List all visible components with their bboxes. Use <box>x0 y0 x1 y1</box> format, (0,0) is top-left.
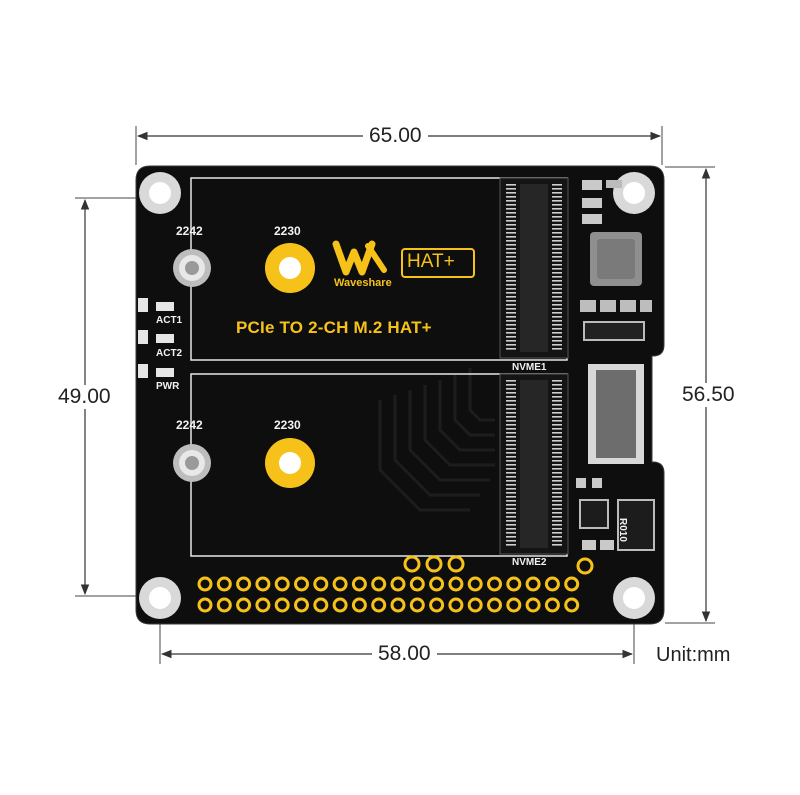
label-r010: R010 <box>617 518 628 542</box>
unit-label: Unit:mm <box>656 644 731 666</box>
mounting-hole-bottom-left <box>139 577 181 619</box>
hat-badge-frame <box>401 248 475 278</box>
led-indicators <box>138 298 174 378</box>
label-act1: ACT1 <box>156 315 183 326</box>
mounting-hole-bottom-right <box>613 577 655 619</box>
standoff-2242-top <box>173 249 211 287</box>
label-2230-bottom: 2230 <box>274 418 301 432</box>
label-2242-top: 2242 <box>176 224 203 238</box>
dimension-label-left: 49.00 <box>52 385 117 409</box>
dimension-label-right: 56.50 <box>676 383 741 407</box>
brand-name: Waveshare <box>334 277 392 289</box>
mounting-hole-top-right <box>613 172 655 214</box>
label-pwr: PWR <box>156 381 180 392</box>
label-nvme1: NVME1 <box>512 362 547 373</box>
label-act2: ACT2 <box>156 348 183 359</box>
gpio-header <box>197 576 580 613</box>
label-2242-bottom: 2242 <box>176 418 203 432</box>
waveshare-logo-icon <box>332 240 387 276</box>
label-nvme2: NVME2 <box>512 557 547 568</box>
power-inductor <box>590 232 642 286</box>
mounting-hole-top-left <box>139 172 181 214</box>
dimension-label-bottom: 58.00 <box>372 642 437 666</box>
hat-badge: HAT+ <box>407 251 455 272</box>
board-title: PCIe TO 2-CH M.2 HAT+ <box>236 318 432 337</box>
gold-pad-2230-top <box>265 243 315 293</box>
m2-connector-pins <box>506 184 562 546</box>
gold-pad-2230-bottom <box>265 438 315 488</box>
label-2230-top: 2230 <box>274 224 301 238</box>
fpc-connector <box>588 364 644 464</box>
pcb-traces <box>378 368 495 512</box>
dimension-label-top: 65.00 <box>363 124 428 148</box>
standoff-2242-bottom <box>173 444 211 482</box>
test-pads <box>403 555 594 575</box>
smd-components <box>576 180 655 551</box>
